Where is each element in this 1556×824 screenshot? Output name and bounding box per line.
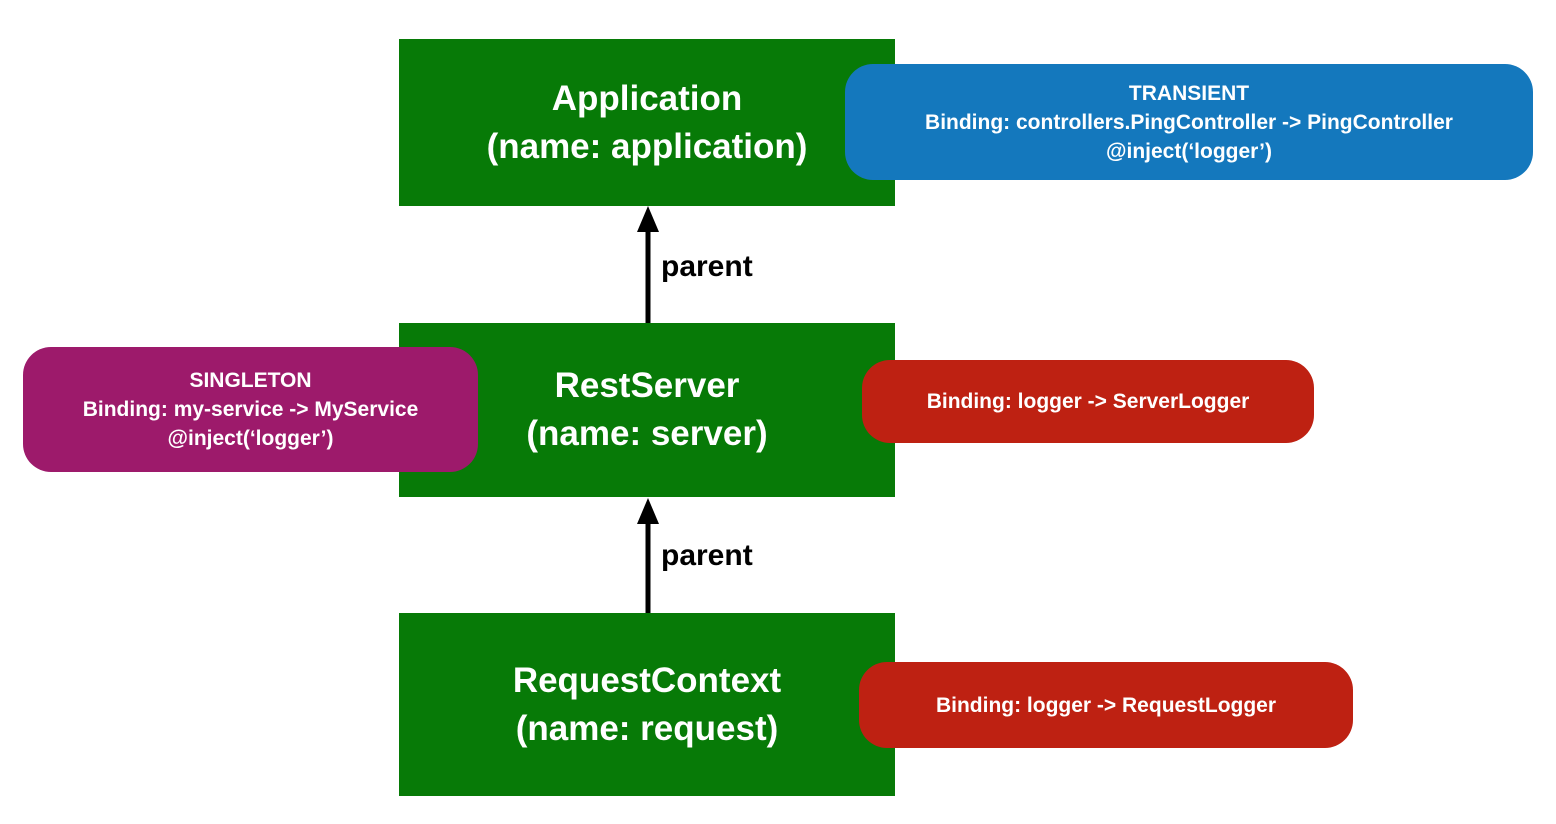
edge-label-parent-1: parent — [661, 250, 753, 283]
annotation-transient-scope: TRANSIENT — [1128, 81, 1250, 105]
parent-arrow-requestcontext-to-restserver — [637, 498, 659, 614]
annotation-singleton-scope: SINGLETON — [189, 369, 312, 392]
node-application-label: Application — [551, 78, 743, 118]
parent-arrow-restserver-to-application — [637, 206, 659, 325]
annotation-requestlogger-binding: Binding: logger -> RequestLogger — [859, 662, 1353, 748]
edge-label-parent-2: parent — [661, 539, 753, 572]
annotation-singleton-inject-text: @inject(‘logger’) — [167, 427, 334, 450]
annotation-singleton-binding: SINGLETON Binding: my-service -> MyServi… — [23, 347, 478, 472]
annotation-serverlogger-binding: Binding: logger -> ServerLogger — [862, 360, 1314, 443]
node-requestcontext: RequestContext (name: request) — [399, 613, 895, 796]
node-requestcontext-sublabel: (name: request) — [515, 708, 779, 748]
annotation-singleton-binding-text: Binding: my-service -> MyService — [82, 398, 419, 421]
node-restserver: RestServer (name: server) — [399, 323, 895, 497]
annotation-transient-binding-text: Binding: controllers.PingController -> P… — [925, 110, 1453, 134]
node-restserver-label: RestServer — [554, 366, 740, 405]
annotation-transient-binding: TRANSIENT Binding: controllers.PingContr… — [845, 64, 1533, 180]
annotation-transient-inject-text: @inject(‘logger’) — [1106, 139, 1272, 163]
node-requestcontext-label: RequestContext — [512, 660, 782, 700]
node-restserver-sublabel: (name: server) — [526, 414, 768, 453]
annotation-requestlogger-binding-text: Binding: logger -> RequestLogger — [935, 693, 1277, 717]
node-application: Application (name: application) — [399, 39, 895, 206]
node-application-sublabel: (name: application) — [486, 126, 808, 166]
annotation-serverlogger-binding-text: Binding: logger -> ServerLogger — [926, 390, 1250, 413]
